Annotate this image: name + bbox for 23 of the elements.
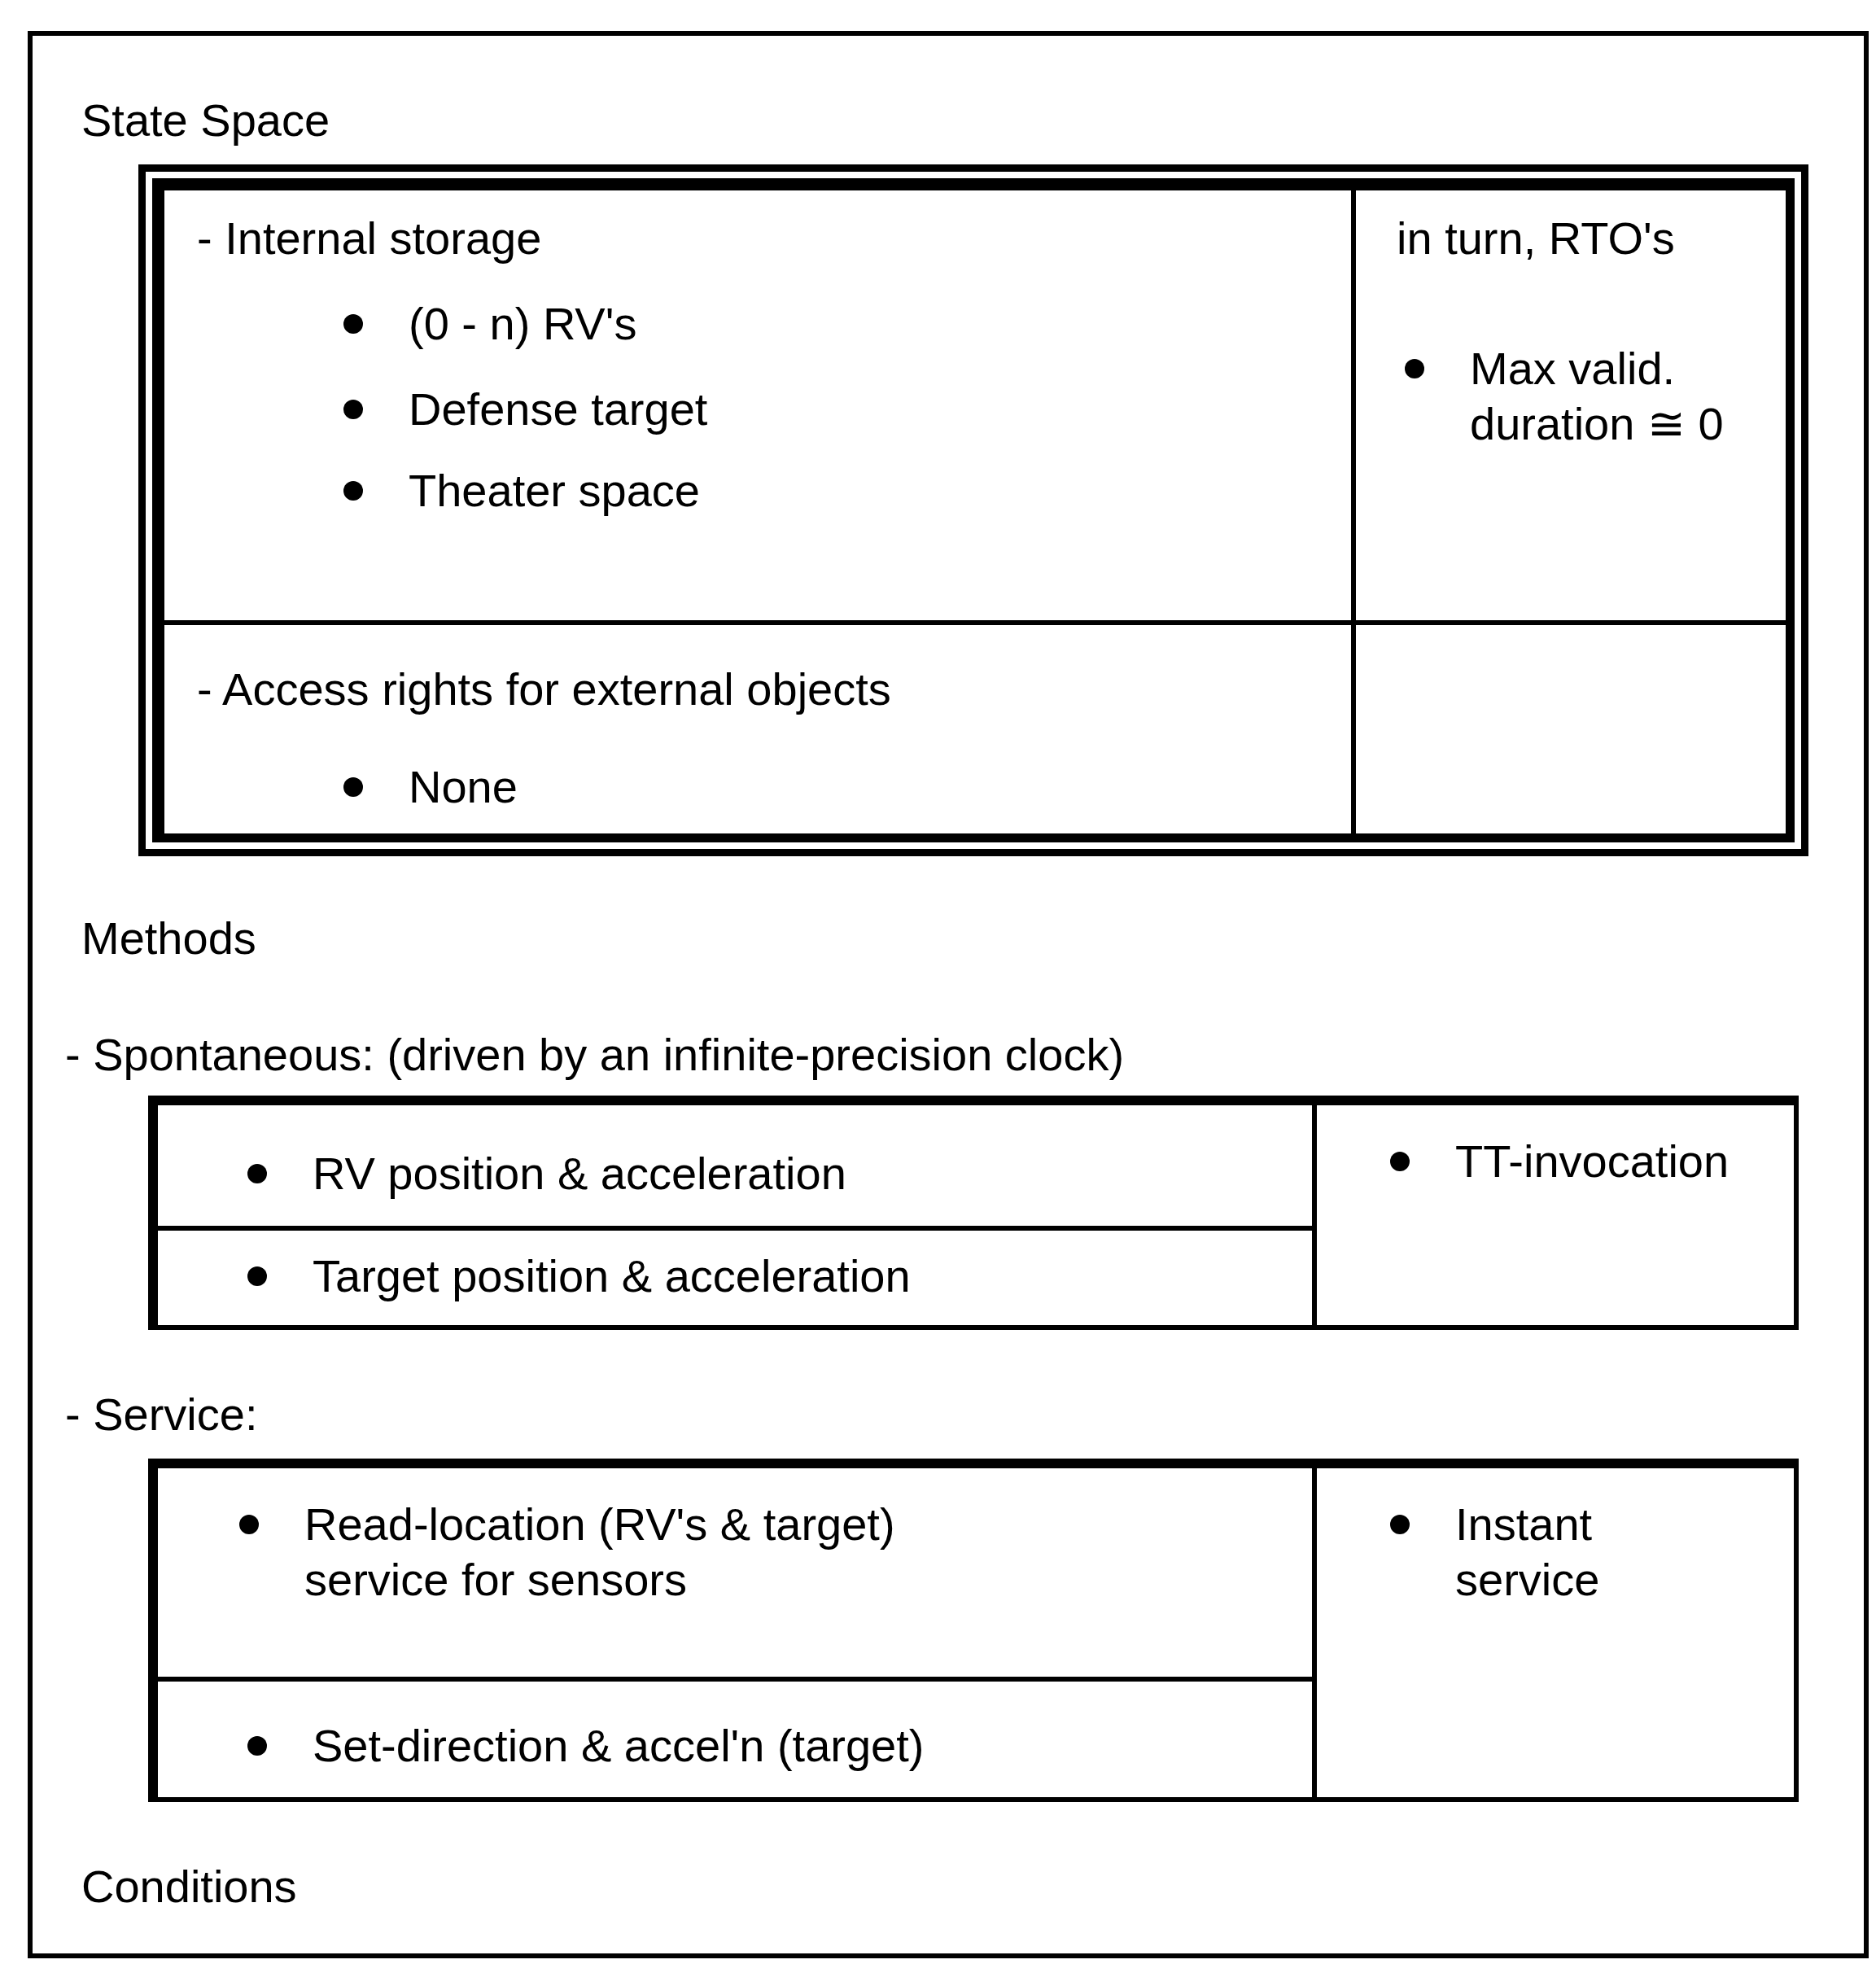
bullet-item: RV position & acceleration bbox=[313, 1146, 846, 1201]
bullet-item: Instant service bbox=[1455, 1497, 1748, 1608]
table bbox=[138, 164, 1808, 856]
bullet-item: Set-direction & accel'n (target) bbox=[313, 1718, 925, 1774]
table bbox=[148, 1459, 1799, 1802]
bullet-item: Theater space bbox=[409, 463, 700, 518]
bullet-item: (0 - n) RV's bbox=[409, 296, 637, 352]
bullet-item: Max valid. duration ≅ 0 bbox=[1470, 341, 1779, 452]
bullet-item: Defense target bbox=[409, 382, 708, 437]
table bbox=[148, 1096, 1799, 1330]
section-heading: Conditions bbox=[81, 1860, 297, 1914]
bullet-item: TT-invocation bbox=[1455, 1134, 1748, 1189]
bullet-item: Target position & acceleration bbox=[313, 1249, 911, 1304]
section-heading: Methods bbox=[81, 912, 256, 965]
cell-text: - Internal storage bbox=[197, 212, 542, 265]
subsection-heading: - Service: bbox=[65, 1388, 258, 1441]
cell-text: - Access rights for external objects bbox=[197, 663, 891, 716]
section-heading: State Space bbox=[81, 94, 330, 147]
cell-text: in turn, RTO's bbox=[1397, 212, 1676, 265]
bullet-item: Read-location (RV's & target) service for sensors bbox=[304, 1497, 1037, 1608]
bullet-item: None bbox=[409, 759, 518, 815]
diagram-frame bbox=[28, 31, 1869, 1958]
subsection-heading: - Spontaneous: (driven by an infinite-precision clock) bbox=[65, 1028, 1125, 1082]
